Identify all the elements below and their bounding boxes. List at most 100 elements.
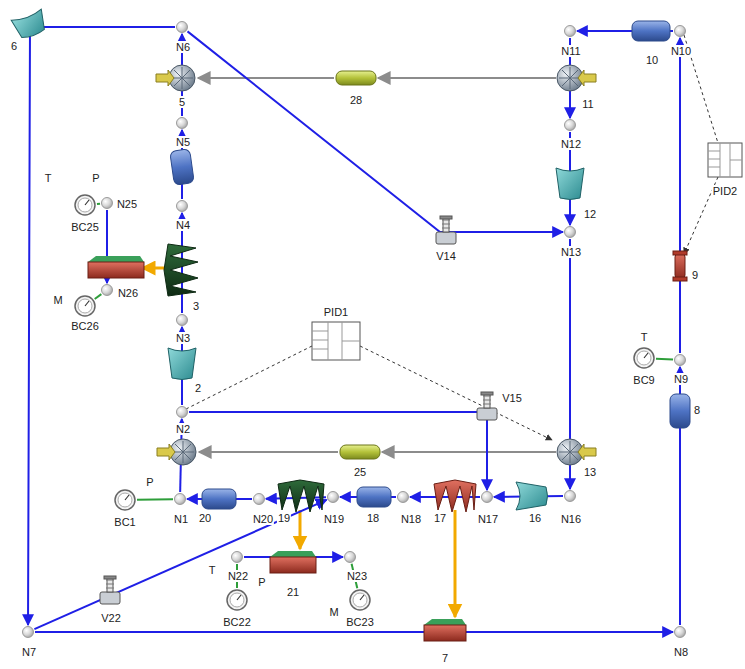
node-label: N16 — [560, 513, 582, 525]
node-label: N4 — [175, 219, 191, 231]
component-label: 10 — [645, 54, 659, 66]
node-label: N7 — [21, 646, 37, 658]
component-label: 5 — [178, 96, 186, 108]
pipe-symbol — [170, 21, 690, 509]
junction-node: N7 — [22, 626, 34, 638]
component-label: 12 — [583, 208, 597, 220]
boundary-condition-gauge: BC23 — [349, 589, 371, 611]
boundary-condition-gauge: BC9 — [633, 347, 655, 369]
junction-node: N11 — [564, 25, 576, 37]
junction-node: N23 — [344, 551, 356, 563]
shaft-line — [198, 78, 556, 452]
node-label: N22 — [227, 570, 249, 582]
component-label: 8 — [693, 404, 701, 416]
component-label: 21 — [286, 586, 300, 598]
sensor-link — [97, 203, 100, 205]
gauge-dial — [74, 194, 96, 216]
component-label: 2 — [194, 382, 202, 394]
junction-node: N8 — [674, 626, 686, 638]
turbomachine-symbol — [156, 65, 596, 465]
boundary-condition-gauge: BC26 — [74, 295, 96, 317]
component-label: 25 — [353, 466, 367, 478]
heat-exchanger-symbol — [164, 244, 476, 512]
component-label: V14 — [435, 250, 457, 262]
junction-node: N2 — [176, 406, 188, 418]
node-label: BC25 — [70, 221, 100, 233]
component-label: P — [257, 576, 266, 588]
junction-node: N13 — [564, 226, 576, 238]
flow-pipe — [679, 38, 681, 353]
component-label: 20 — [198, 512, 212, 524]
node-label: N26 — [117, 287, 139, 299]
diffuser-symbol — [11, 9, 584, 510]
node-label: BC1 — [113, 516, 136, 528]
junction-node: N9 — [674, 354, 686, 366]
node-label: BC9 — [632, 374, 655, 386]
node-label: N8 — [673, 646, 689, 658]
gauge-dial — [349, 589, 371, 611]
junction-node: N19 — [327, 491, 339, 503]
component-label: M — [52, 294, 63, 306]
node-label: N19 — [323, 513, 345, 525]
gauge-dial — [226, 589, 248, 611]
node-label: N17 — [477, 513, 499, 525]
component-label: 11 — [581, 98, 594, 110]
gauge-dial — [74, 295, 96, 317]
component-label: 19 — [277, 512, 291, 524]
node-label: BC23 — [345, 616, 375, 628]
node-label: N11 — [560, 45, 581, 57]
component-label: 18 — [366, 512, 380, 524]
node-label: BC26 — [70, 320, 100, 332]
component-label: 16 — [528, 512, 542, 524]
boundary-condition-gauge: BC1 — [114, 489, 136, 511]
node-label: N3 — [175, 332, 191, 344]
component-label: PID2 — [712, 185, 738, 197]
pid-controller-symbol — [312, 143, 742, 360]
sensor-link — [656, 358, 673, 361]
heater-symbol — [673, 251, 687, 281]
sensor-link — [137, 498, 173, 501]
valve-symbol — [100, 216, 497, 604]
component-label: 7 — [441, 652, 449, 664]
heat-transfer-arrow — [142, 268, 455, 617]
gauge-dial — [633, 347, 655, 369]
flow-pipe — [35, 631, 673, 633]
component-label: T — [44, 172, 53, 184]
junction-node: N1 — [174, 493, 186, 505]
junction-node: N25 — [101, 197, 113, 209]
sensor-link — [95, 294, 102, 299]
node-label: N2 — [175, 423, 191, 435]
junction-node: N12 — [564, 119, 576, 131]
shaft-symbol — [336, 71, 380, 459]
node-label: N12 — [560, 138, 582, 150]
control-signal-line — [186, 35, 718, 440]
junction-node: N17 — [481, 491, 493, 503]
boundary-condition-gauge: BC25 — [74, 194, 96, 216]
boundary-condition-gauge: BC22 — [226, 589, 248, 611]
component-label: V15 — [501, 392, 523, 404]
junction-node: N6 — [176, 21, 188, 33]
component-label: P — [145, 476, 154, 488]
junction-node: N10 — [674, 25, 686, 37]
flow-pipe — [189, 412, 487, 490]
component-label: PID1 — [323, 306, 349, 318]
component-label: T — [208, 564, 217, 576]
node-label: BC22 — [222, 616, 252, 628]
junction-node: N4 — [176, 200, 188, 212]
component-label: 13 — [583, 466, 597, 478]
node-label: N13 — [560, 246, 582, 258]
flow-pipe — [28, 27, 175, 625]
heat-exchanger-box-symbol — [88, 256, 466, 641]
component-label: T — [640, 331, 649, 343]
flow-pipe — [34, 500, 326, 629]
node-label: N10 — [670, 45, 692, 57]
junction-node: N22 — [231, 551, 243, 563]
component-label: 9 — [691, 269, 699, 281]
node-label: N1 — [173, 513, 189, 525]
component-label: 3 — [192, 300, 200, 312]
gauge-dial — [114, 489, 136, 511]
component-label: M — [328, 606, 339, 618]
